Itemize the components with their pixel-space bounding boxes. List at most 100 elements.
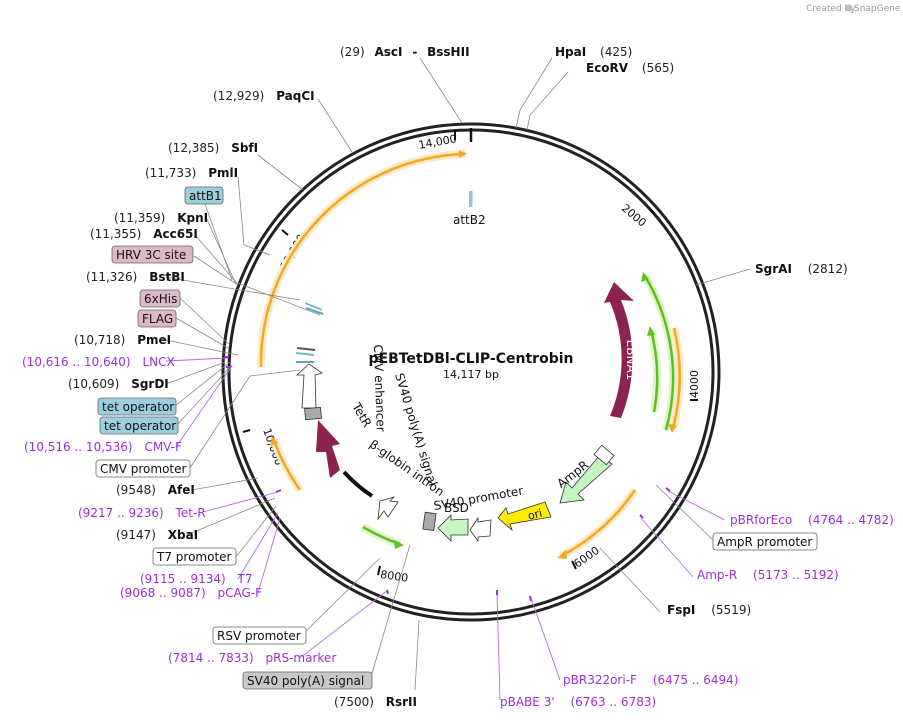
leader-ampR	[640, 517, 694, 578]
label-pbr322ori[interactable]: pBR322ori-F (6475 .. 6494)	[563, 673, 738, 687]
green-arc-2-head	[647, 326, 655, 336]
bsd-label: BSD	[444, 501, 469, 515]
label-pmlI[interactable]: (11,733) PmlI	[145, 166, 238, 180]
sv40-promoter-arrow	[469, 516, 492, 543]
label-ascI[interactable]: (29) AscI - BssHII	[340, 45, 470, 59]
box-attB1[interactable]: attB1	[184, 186, 224, 205]
leader-prsMarker	[299, 589, 389, 659]
beta-globin-intron-arc	[342, 470, 374, 498]
marker-tetop	[295, 352, 315, 356]
box-tetop2[interactable]: tet operator	[99, 416, 179, 435]
leader-fspI	[599, 547, 661, 613]
box-cmvPromoter[interactable]: CMV promoter	[95, 459, 191, 478]
orf-top-left-head	[459, 150, 467, 158]
label-rsrII[interactable]: (7500) RsrII	[334, 695, 417, 709]
attb1-marker-1	[304, 302, 323, 311]
leader-ampRPromoter	[655, 484, 716, 543]
label-afeI[interactable]: (9548) AfeI	[116, 483, 195, 497]
svg-text:FLAG: FLAG	[142, 312, 173, 326]
label-sbfI[interactable]: (12,385) SbfI	[168, 141, 258, 155]
tick-label-4000: 4000	[688, 370, 701, 398]
label-xbaI[interactable]: (9147) XbaI	[116, 528, 198, 542]
credit-brand: SnapGene	[854, 4, 901, 14]
label-prsMarker[interactable]: (7814 .. 7833) pRS-marker	[168, 651, 336, 665]
leader-tetop2	[176, 364, 233, 426]
label-bstBI[interactable]: (11,326) BstBI	[86, 270, 185, 284]
box-flag[interactable]: FLAG	[137, 309, 177, 328]
label-sgrDI[interactable]: (10,609) SgrDI	[68, 377, 169, 391]
tick-label-8000: 8000	[379, 568, 409, 585]
leader-afeI	[191, 477, 259, 491]
attb2-label: attB2	[453, 213, 486, 227]
orf-top-left-glow	[256, 150, 466, 368]
leader-pbrforEco	[667, 490, 726, 521]
leader-lncx	[165, 357, 229, 362]
bsd-arrow	[437, 514, 469, 542]
attb2-marker	[469, 191, 473, 207]
leader-sgrDI	[165, 361, 226, 385]
tetr-label: TetR	[349, 400, 374, 430]
label-sgrAI[interactable]: SgrAI (2812)	[755, 262, 848, 276]
leader-sgrAI	[695, 268, 751, 286]
leader-sv40polyA	[369, 544, 411, 681]
leader-cmvF	[175, 365, 233, 448]
label-cmvF[interactable]: (10,516 .. 10,536) CMV-F	[24, 440, 182, 454]
leader-ascI	[419, 57, 463, 124]
svg-text:tet operator: tet operator	[102, 400, 174, 414]
label-t7[interactable]: (9115 .. 9134) T7	[140, 572, 253, 586]
orf-bottom-right-head	[557, 550, 567, 559]
leader-sbfI	[257, 154, 304, 191]
primer-tick-pbr322	[529, 595, 532, 602]
leader-pmeI	[165, 339, 239, 356]
label-pmeI[interactable]: (10,718) PmeI	[74, 333, 171, 347]
box-t7promoter[interactable]: T7 promoter	[152, 547, 237, 566]
orf-left-lower-head	[270, 436, 278, 446]
box-hrv3c[interactable]: HRV 3C site	[111, 245, 194, 264]
box-sv40polyA[interactable]: SV40 poly(A) signal	[242, 671, 373, 690]
label-kpnI[interactable]: (11,359) KpnI	[114, 211, 208, 225]
leader-rsvPromoter	[301, 557, 381, 636]
leader-t7promoter	[235, 505, 277, 558]
primer-tick-pbrforEco	[665, 487, 671, 492]
orf-top-left	[259, 152, 466, 368]
label-pbabe3[interactable]: pBABE 3' (6763 .. 6783)	[500, 695, 656, 709]
primer-ticks	[224, 356, 671, 602]
label-tetR[interactable]: (9217 .. 9236) Tet-R	[78, 506, 206, 520]
svg-text:attB1: attB1	[189, 189, 222, 203]
orf-right	[671, 327, 681, 429]
ebna1-arrow	[604, 282, 634, 418]
svg-text:AmpR promoter: AmpR promoter	[717, 535, 812, 549]
label-pbrforEco[interactable]: pBRforEco (4764 .. 4782)	[730, 513, 894, 527]
primer-leader-lines	[165, 357, 726, 701]
label-pcagF[interactable]: (9068 .. 9087) pCAG-F	[120, 586, 262, 600]
label-paqCI[interactable]: (12,929) PaqCI	[213, 89, 315, 103]
backbone-outer	[221, 122, 721, 622]
leader-ecoRV	[526, 71, 569, 131]
label-acc65I[interactable]: (11,355) Acc65I	[90, 227, 198, 241]
box-ampRPromoter[interactable]: AmpR promoter	[712, 532, 818, 551]
ori-arrow	[497, 501, 552, 532]
box-rsvPromoter[interactable]: RSV promoter	[212, 626, 307, 645]
leader-pbabe3	[496, 592, 501, 701]
label-fspI[interactable]: FspI (5519)	[667, 603, 751, 617]
tick-10000	[242, 429, 251, 433]
leader-bstBI	[165, 276, 301, 301]
leader-cmvPromoter	[189, 369, 301, 469]
snapgene-logo-icon	[845, 4, 853, 12]
box-tetop1[interactable]: tet operator	[97, 397, 177, 416]
label-ampR[interactable]: Amp-R (5173 .. 5192)	[697, 568, 839, 582]
label-lncx[interactable]: (10,616 .. 10,640) LNCX	[22, 355, 175, 369]
box-6xHis[interactable]: 6xHis	[139, 289, 181, 308]
cmv-enhancer-label: CMV enhancer	[371, 344, 388, 432]
label-hpaI[interactable]: HpaI (425)	[555, 45, 632, 59]
svg-text:tet operator: tet operator	[104, 419, 176, 433]
leader-hrv3c	[193, 255, 239, 286]
leader-hpaI	[515, 57, 553, 129]
leader-pbr322ori	[530, 597, 561, 681]
label-ecoRV[interactable]: EcoRV (565)	[586, 61, 674, 75]
leader-acc65I	[194, 234, 237, 283]
leader-flag	[175, 317, 229, 349]
leader-attB1	[204, 203, 233, 281]
plasmid-name: pEBTetDBl-CLIP-Centrobin	[368, 351, 573, 367]
